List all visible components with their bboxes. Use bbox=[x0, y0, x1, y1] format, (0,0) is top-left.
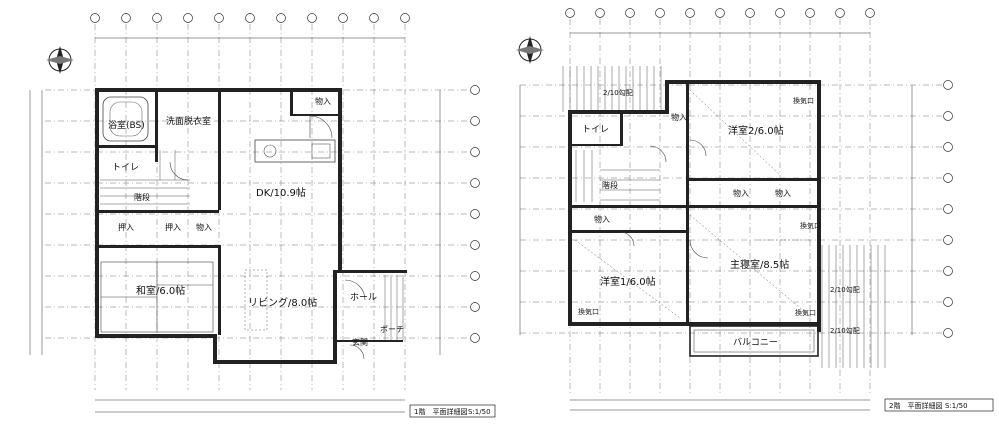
floor2-scale: S:1/50 bbox=[945, 402, 968, 410]
floor1-room-washitsu: 和室/6.0帖 bbox=[136, 284, 185, 297]
porch-hatch bbox=[384, 275, 404, 340]
north-arrow-icon bbox=[46, 46, 74, 74]
north-arrow-icon bbox=[516, 36, 544, 64]
floor2-title: 2階 平面詳細図 bbox=[889, 401, 942, 410]
floor1-room-entrance: 玄関 bbox=[352, 337, 368, 347]
floor2-roof-slope-3: 2/10勾配 bbox=[830, 326, 860, 335]
floor2-vent-3: 換気口 bbox=[795, 308, 816, 317]
floor2-vent-4: 換気口 bbox=[800, 221, 821, 230]
floor2-vent-1: 換気口 bbox=[793, 96, 814, 105]
dimension-lines bbox=[29, 37, 441, 413]
floor2-room-closet-c: 物入 bbox=[733, 188, 749, 198]
grid-axis-right-2 bbox=[520, 80, 953, 338]
roof-slope-hatch bbox=[562, 66, 886, 368]
floor2-room-closet-d: 物入 bbox=[775, 188, 791, 198]
floor2-room-western1: 洋室1/6.0帖 bbox=[600, 275, 656, 288]
ceiling-lines bbox=[574, 89, 813, 319]
floor1-room-dk: DK/10.9帖 bbox=[256, 186, 306, 199]
floor2-room-toilet: トイレ bbox=[582, 125, 609, 135]
door-swings bbox=[169, 115, 366, 360]
floor2-room-closet-b: 物入 bbox=[671, 112, 687, 122]
dimension-lines-2 bbox=[519, 32, 913, 411]
floor2-roof-slope-1: 2/10勾配 bbox=[603, 88, 633, 97]
floor1-room-closet-d: 物入 bbox=[315, 96, 331, 106]
floor2-room-master: 主寝室/8.5帖 bbox=[730, 258, 789, 271]
floor1-scale: S:1/50 bbox=[468, 408, 491, 416]
floor2-room-stairs: 階段 bbox=[602, 180, 618, 190]
floor2-roof-slope-2: 2/10勾配 bbox=[830, 285, 860, 294]
floor1-room-stairs: 階段 bbox=[134, 192, 150, 202]
floor1-title: 1階 平面詳細図 bbox=[414, 407, 467, 416]
tatami-mats bbox=[100, 261, 214, 333]
floor2-vent-2: 換気口 bbox=[578, 307, 599, 316]
floor1-room-wash: 洗面脱衣室 bbox=[166, 115, 211, 127]
stair-treads bbox=[100, 150, 190, 205]
floor1-room-closet-b: 押入 bbox=[165, 222, 181, 232]
floor1-walls bbox=[95, 88, 407, 364]
floor2-walls bbox=[568, 80, 821, 332]
floor1-room-toilet: トイレ bbox=[112, 163, 139, 173]
floor2-room-western2: 洋室2/6.0帖 bbox=[728, 124, 784, 137]
floor2-room-balcony: バルコニー bbox=[733, 337, 778, 348]
floor2-room-closet-a: 物入 bbox=[594, 214, 610, 224]
floor1-room-closet-a: 押入 bbox=[118, 222, 134, 232]
floor1-room-porch: ポーチ bbox=[380, 325, 404, 334]
floor1-room-bath: 浴室(BS) bbox=[108, 119, 145, 131]
door-swings-2 bbox=[619, 139, 709, 259]
floor2-plan: トイレ 階段 物入 物入 物入 物入 洋室2/6.0帖 洋室1/6.0帖 主寝室… bbox=[516, 8, 994, 412]
floor1-room-closet-c: 物入 bbox=[196, 222, 212, 232]
floor1-plan: 浴室(BS) 洗面脱衣室 トイレ 階段 押入 押入 物入 物入 DK/10.9帖… bbox=[29, 13, 496, 418]
stair-treads-2 bbox=[575, 150, 660, 202]
floor1-room-hall: ホール bbox=[350, 292, 377, 303]
floor1-room-living: リビング/8.0帖 bbox=[248, 296, 317, 309]
